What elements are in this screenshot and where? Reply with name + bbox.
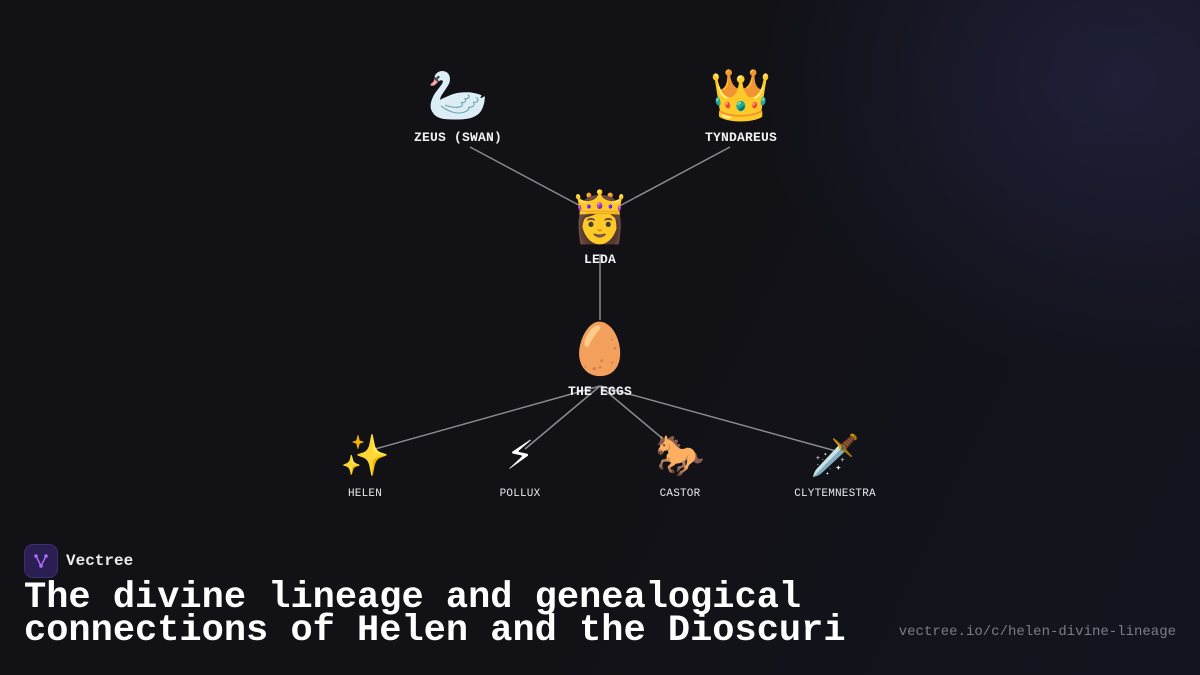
sparkles-icon: ✨	[340, 433, 390, 479]
node-label: THE EGGS	[567, 384, 633, 399]
lightning-icon: ⚡	[505, 433, 535, 479]
egg-icon: 🥚	[568, 320, 632, 378]
brand[interactable]: Vectree	[24, 544, 133, 578]
node-label: CLYTEMNESTRA	[794, 488, 876, 500]
node-label: CASTOR	[659, 488, 701, 500]
node-the-eggs[interactable]: 🥚 THE EGGS	[568, 324, 632, 399]
link-eggs-helen	[367, 385, 601, 452]
node-zeus-swan[interactable]: 🦢 ZEUS (SWAN)	[414, 70, 502, 145]
page-title: The divine lineage and genealogical conn…	[24, 577, 846, 652]
node-label: POLLUX	[499, 488, 541, 500]
node-label: HELEN	[347, 488, 382, 500]
link-eggs-clytemnestra	[599, 385, 837, 452]
vectree-logo-icon	[24, 544, 58, 578]
tree-branch-icon	[34, 554, 48, 568]
link-eggs-castor	[599, 385, 676, 450]
node-label: ZEUS (SWAN)	[413, 130, 503, 145]
node-label: LEDA	[583, 252, 617, 267]
node-pollux[interactable]: ⚡ POLLUX	[500, 436, 541, 500]
princess-icon: 👸	[568, 188, 632, 246]
crown-icon: 👑	[709, 66, 773, 124]
node-tyndareus[interactable]: 👑 TYNDAREUS	[705, 70, 777, 145]
node-leda[interactable]: 👸 LEDA	[569, 192, 631, 267]
swan-icon: 🦢	[426, 66, 490, 124]
link-zeus-leda	[469, 146, 589, 211]
source-url[interactable]: vectree.io/c/helen-divine-lineage	[898, 624, 1176, 640]
node-label: TYNDAREUS	[704, 130, 778, 145]
brand-name: Vectree	[66, 552, 134, 570]
node-clytemnestra[interactable]: 🗡️ CLYTEMNESTRA	[794, 436, 876, 500]
dagger-icon: 🗡️	[810, 433, 860, 479]
link-eggs-pollux	[524, 385, 601, 450]
node-castor[interactable]: 🐎 CASTOR	[655, 436, 705, 500]
horse-icon: 🐎	[655, 433, 705, 479]
link-tyndareus-leda	[611, 146, 731, 211]
node-helen[interactable]: ✨ HELEN	[340, 436, 390, 500]
